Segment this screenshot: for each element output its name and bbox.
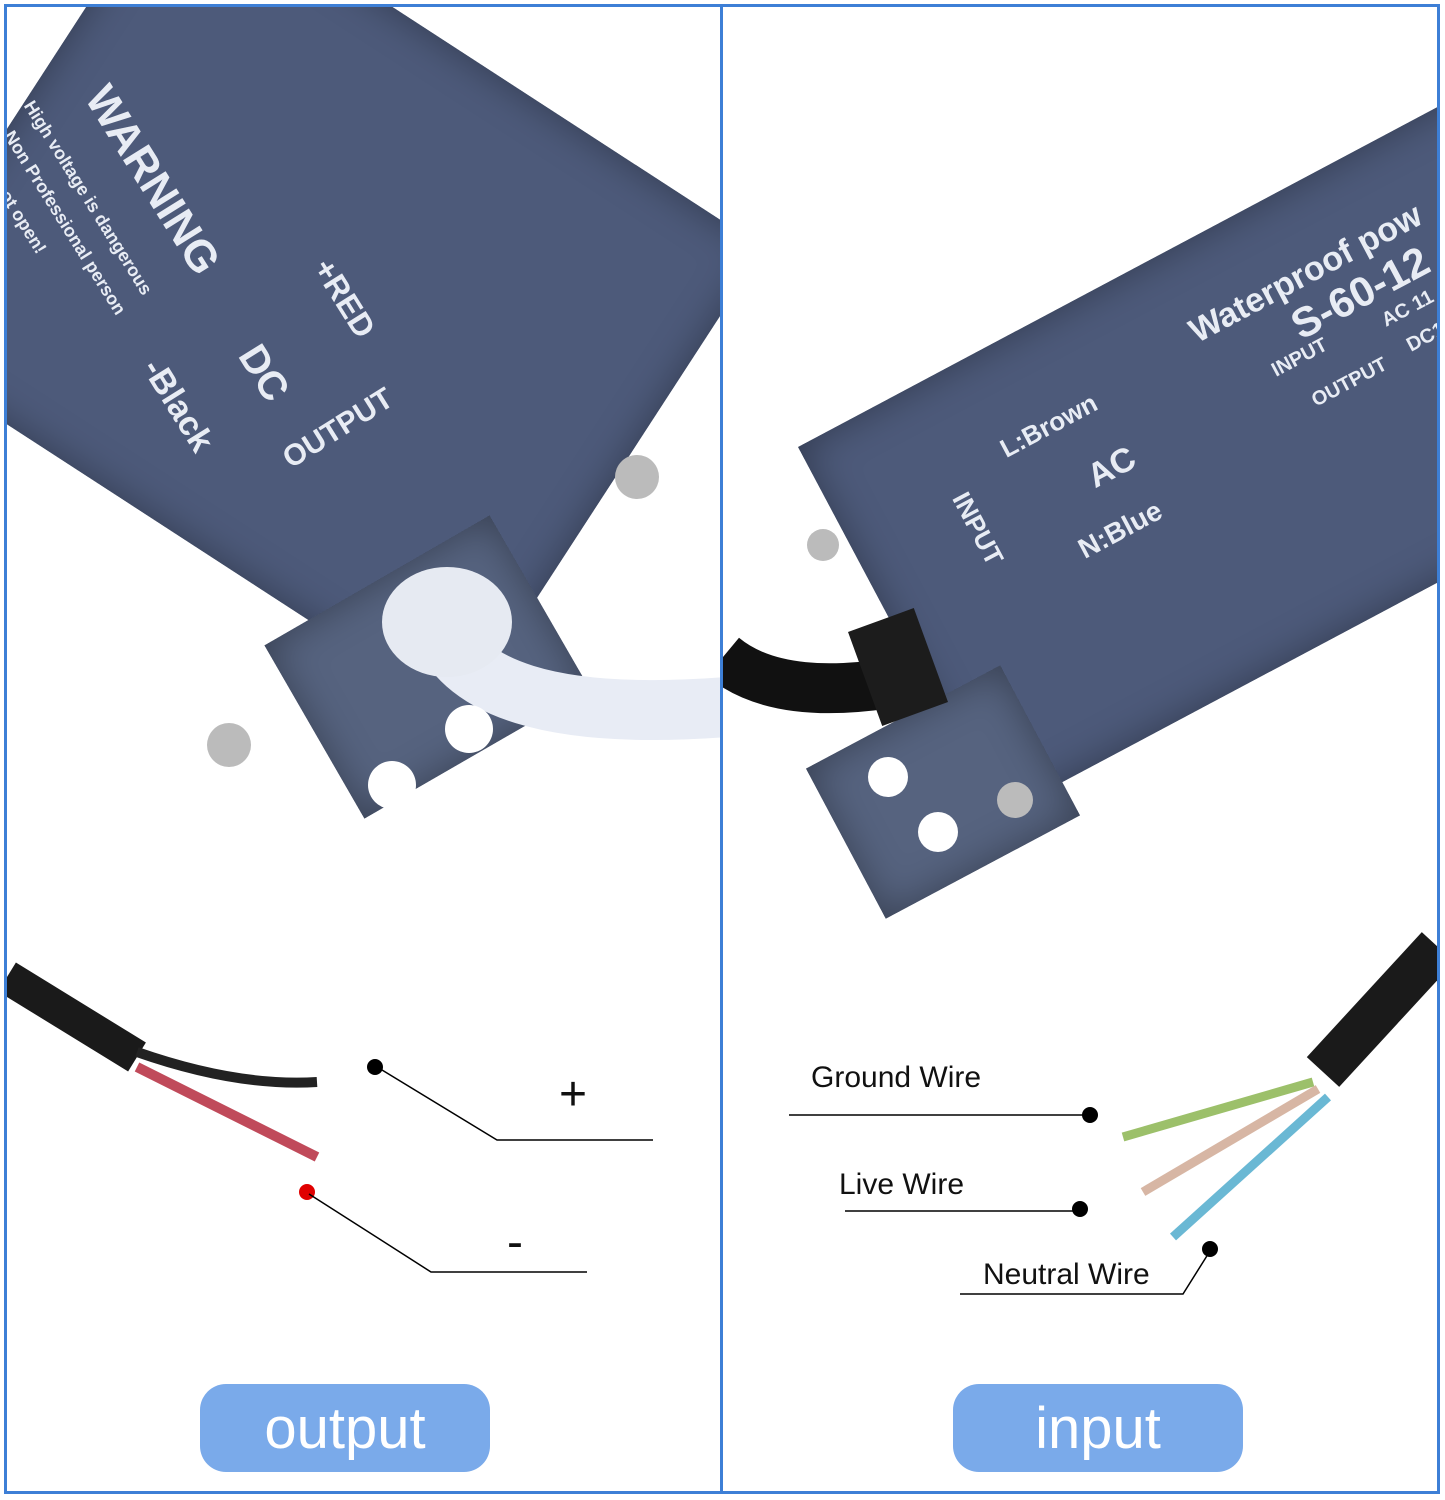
output-panel: WARNING High voltage is dangerous Non Pr… — [4, 4, 724, 1494]
ground-wire-label: Ground Wire — [811, 1061, 982, 1094]
screw-icon — [207, 723, 251, 767]
live-wire-label: Live Wire — [839, 1168, 965, 1201]
minus-label: - — [507, 1216, 523, 1269]
wire-diagram — [7, 455, 721, 1273]
minus-dot — [299, 1184, 315, 1200]
neutral-leader-line — [960, 1250, 1211, 1295]
plus-leader-line — [376, 1066, 653, 1141]
screw-icon — [615, 455, 659, 499]
minus-leader-line — [308, 1193, 587, 1273]
cable-gland — [382, 567, 512, 677]
screw-icon — [807, 529, 839, 561]
cable-gland — [848, 608, 948, 726]
input-cable-end — [1306, 932, 1437, 1087]
mount-hole — [368, 761, 416, 809]
plus-dot — [367, 1059, 383, 1075]
neutral-wire — [1169, 1093, 1332, 1241]
mount-hole — [445, 705, 493, 753]
wire-diagram — [723, 529, 1437, 1295]
plus-label: + — [559, 1068, 588, 1121]
input-panel: Waterproof pow S-60-12 INPUT OUTPUT AC 1… — [720, 4, 1440, 1494]
output-label: output — [200, 1384, 490, 1472]
input-label: input — [953, 1384, 1243, 1472]
live-wire — [1140, 1085, 1321, 1196]
live-dot — [1072, 1201, 1088, 1217]
mount-hole — [868, 757, 908, 797]
mount-hole — [918, 812, 958, 852]
ground-wire — [1121, 1077, 1315, 1142]
output-cable-end — [7, 962, 146, 1072]
neutral-dot — [1202, 1241, 1218, 1257]
black-wire — [135, 1047, 318, 1088]
red-wire — [134, 1062, 320, 1162]
neutral-wire-label: Neutral Wire — [983, 1258, 1150, 1291]
screw-icon — [997, 782, 1033, 818]
